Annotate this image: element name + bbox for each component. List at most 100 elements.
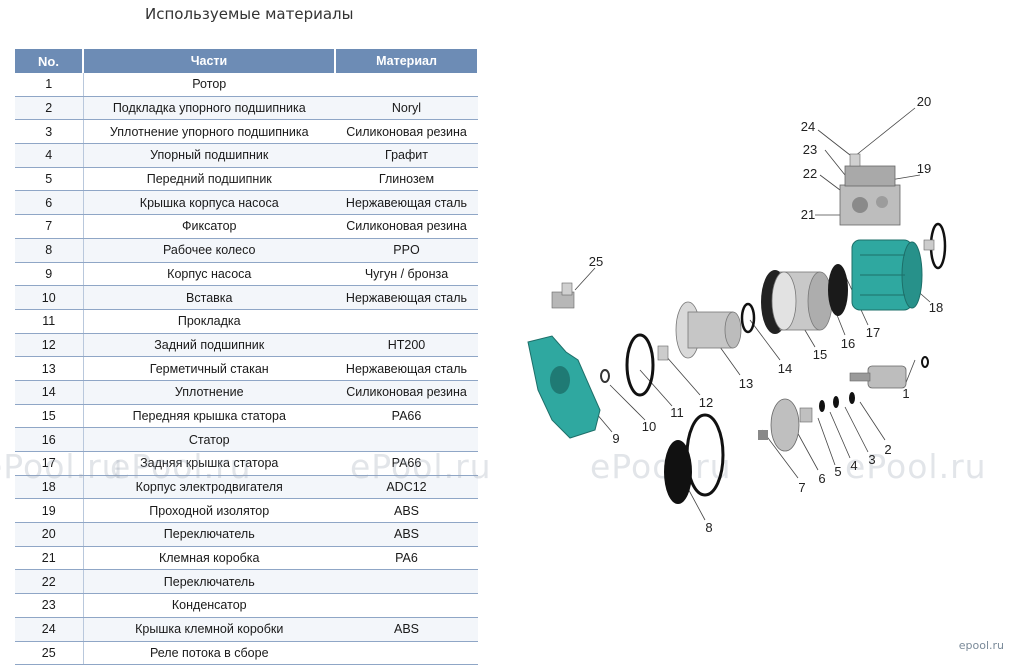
watermark: ePool.ru xyxy=(0,447,124,486)
cell-no: 16 xyxy=(15,427,84,452)
cell-part: Корпус насоса xyxy=(83,262,335,287)
flow-relay-part xyxy=(551,282,575,309)
impeller-ring xyxy=(685,413,725,497)
cell-material: Глинозем xyxy=(335,167,478,192)
canned-sleeve-part xyxy=(675,301,742,359)
cell-material: Графит xyxy=(335,143,478,168)
pump-cover-part xyxy=(770,398,800,452)
cell-material: Силиконовая резина xyxy=(335,119,478,145)
cell-no: 3 xyxy=(15,119,84,145)
cell-material: Нержавеющая сталь xyxy=(335,285,478,310)
watermark: ePool.ru xyxy=(590,447,732,486)
cell-part: Переключатель xyxy=(83,522,335,547)
cell-material: PA66 xyxy=(335,451,478,476)
diagram-label: 4 xyxy=(850,458,857,473)
cell-material xyxy=(335,73,478,97)
cell-no: 15 xyxy=(15,404,84,429)
cell-no: 11 xyxy=(15,309,84,334)
cell-no: 14 xyxy=(15,380,84,405)
diagram-label: 7 xyxy=(798,480,805,495)
watermark: ePool.ru xyxy=(845,447,987,486)
cell-no: 24 xyxy=(15,617,84,642)
cell-material: PA6 xyxy=(335,546,478,571)
diagram-label: 2 xyxy=(884,442,891,457)
cell-material: PA66 xyxy=(335,404,478,429)
cell-part: Прокладка xyxy=(83,309,335,334)
diagram-label: 25 xyxy=(589,254,603,269)
cell-no: 4 xyxy=(15,143,84,168)
cell-no: 25 xyxy=(15,641,84,665)
thrust-bearing-parts xyxy=(799,392,855,423)
cell-material: Чугун / бронза xyxy=(335,262,478,287)
cell-no: 17 xyxy=(15,451,84,476)
cell-no: 9 xyxy=(15,262,84,287)
cell-part: Рабочее колесо xyxy=(83,238,335,263)
header-material: Материал xyxy=(335,49,479,73)
bushing-insulator-part xyxy=(923,239,935,251)
cell-no: 13 xyxy=(15,356,84,381)
cell-part: Ротор xyxy=(83,73,335,97)
rotor-part xyxy=(849,356,929,389)
cell-material: ABS xyxy=(335,522,478,547)
cell-material xyxy=(335,309,478,334)
cell-part: Упорный подшипник xyxy=(83,143,335,168)
cell-no: 8 xyxy=(15,238,84,263)
fixer-part xyxy=(758,430,768,440)
diagram-label: 8 xyxy=(705,520,712,535)
diagram-label: 22 xyxy=(803,166,817,181)
cell-part: Конденсатор xyxy=(83,593,335,618)
cell-material: Силиконовая резина xyxy=(335,214,478,239)
exploded-view-diagram: 1 2 3 4 5 6 7 8 9 10 11 12 13 14 15 16 1… xyxy=(527,94,947,535)
cell-material xyxy=(335,593,478,618)
cell-no: 5 xyxy=(15,167,84,192)
cell-part: Клемная коробка xyxy=(83,546,335,571)
cell-material xyxy=(335,641,478,665)
cell-material: ABS xyxy=(335,617,478,642)
header-no: No. xyxy=(15,49,84,73)
cell-part: Уплотнение xyxy=(83,380,335,405)
rear-bearing-part xyxy=(657,345,669,361)
diagram-label: 5 xyxy=(834,464,841,479)
cell-part: Крышка клемной коробки xyxy=(83,617,335,642)
diagram-label: 23 xyxy=(803,142,817,157)
cell-no: 7 xyxy=(15,214,84,239)
cell-material: ADC12 xyxy=(335,475,478,500)
cell-part: Переключатель xyxy=(83,569,335,595)
diagram-label: 19 xyxy=(917,161,931,176)
cell-material: Noryl xyxy=(335,96,478,121)
cell-part: Статор xyxy=(83,427,335,452)
watermark: ePool.ru xyxy=(350,447,492,486)
cell-part: Герметичный стакан xyxy=(83,356,335,381)
cell-part: Проходной изолятор xyxy=(83,498,335,524)
diagram-label: 13 xyxy=(739,376,753,391)
cell-part: Задняя крышка статора xyxy=(83,451,335,476)
cell-no: 2 xyxy=(15,96,84,121)
diagram-label: 15 xyxy=(813,347,827,362)
brand-mark: epool.ru xyxy=(958,639,1004,652)
cell-no: 21 xyxy=(15,546,84,571)
diagram-label: 11 xyxy=(670,405,684,420)
diagram-label: 10 xyxy=(642,419,656,434)
header-part: Части xyxy=(83,49,336,73)
cell-part: Передняя крышка статора xyxy=(83,404,335,429)
cell-no: 6 xyxy=(15,190,84,216)
cell-part: Подкладка упорного подшипника xyxy=(83,96,335,121)
motor-housing-part xyxy=(851,239,923,311)
